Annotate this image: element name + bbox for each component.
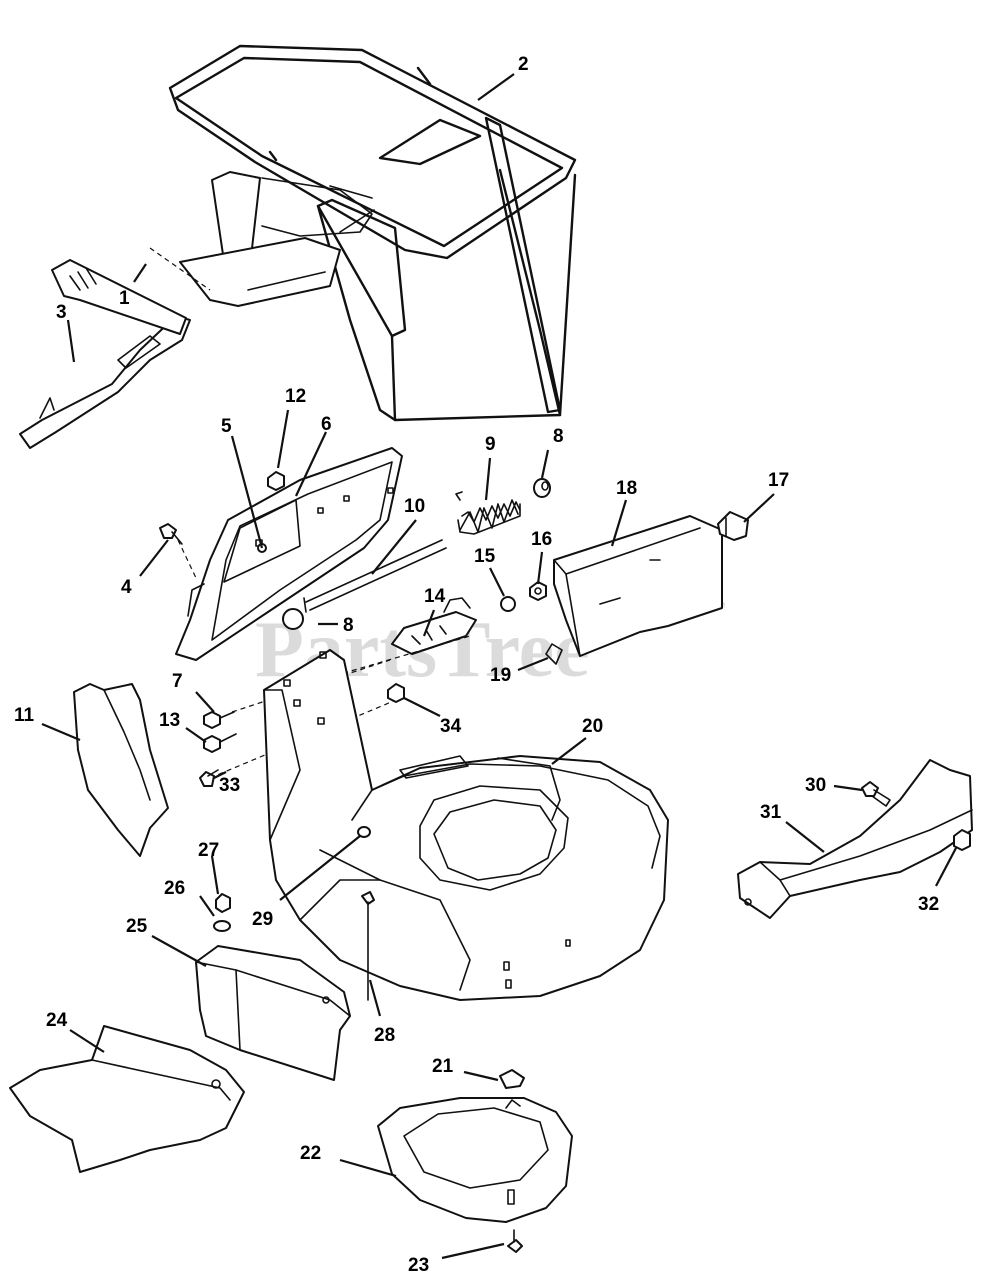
callout-32: 32	[918, 894, 939, 915]
callout-8-lower: 8	[343, 615, 354, 636]
part-3-handle-bracket	[19, 259, 191, 449]
callout-5: 5	[221, 416, 232, 437]
part-11-side-shield	[73, 683, 169, 857]
callout-3: 3	[56, 302, 67, 323]
callout-28: 28	[374, 1025, 395, 1046]
callout-33: 33	[219, 775, 240, 796]
callout-8-top: 8	[553, 426, 564, 447]
part-18-cover	[553, 515, 723, 657]
callout-25: 25	[126, 916, 148, 937]
callout-9: 9	[485, 434, 496, 455]
part-28-screw	[361, 891, 375, 1001]
callout-34: 34	[440, 716, 462, 737]
part-30-bolt	[861, 781, 891, 807]
callout-12: 12	[285, 386, 306, 407]
part-22-bowl	[377, 1097, 573, 1223]
part-20-mower-deck	[263, 649, 669, 1001]
part-27-nut	[215, 893, 231, 913]
part-26-washer	[213, 920, 231, 932]
callout-10: 10	[404, 496, 425, 517]
part-1-grass-bag	[149, 171, 375, 307]
part-25-front-guard	[195, 945, 351, 1081]
part-19-clip	[545, 643, 563, 665]
part-9-spring	[455, 491, 521, 535]
callout-17: 17	[768, 470, 789, 491]
part-15-washer	[500, 596, 516, 612]
callout-1: 1	[119, 288, 130, 309]
callout-21: 21	[432, 1056, 454, 1077]
part-16-nut	[529, 581, 547, 601]
callout-31: 31	[760, 802, 782, 823]
part-24-skirt	[9, 1025, 245, 1173]
callout-20: 20	[582, 716, 603, 737]
part-12-nut	[267, 471, 285, 491]
callout-15: 15	[474, 546, 496, 567]
part-7-bolt	[203, 711, 235, 729]
callout-6: 6	[321, 414, 332, 435]
callout-26: 26	[164, 878, 185, 899]
callout-2: 2	[518, 54, 529, 75]
callout-16: 16	[531, 529, 552, 550]
callout-30: 30	[805, 775, 826, 796]
part-14-latch	[391, 597, 477, 655]
callout-29: 29	[252, 909, 273, 930]
callout-11: 11	[14, 705, 35, 726]
part-21-clip	[499, 1069, 525, 1089]
callout-7: 7	[172, 671, 183, 692]
callout-4: 4	[121, 577, 132, 598]
callout-23: 23	[408, 1255, 429, 1276]
callout-18: 18	[616, 478, 637, 499]
part-8-nut-top	[533, 478, 551, 498]
part-32-nut	[953, 829, 971, 851]
callout-13: 13	[159, 710, 180, 731]
callout-24: 24	[46, 1010, 68, 1031]
callout-14: 14	[424, 586, 446, 607]
part-17-knob	[717, 511, 749, 541]
part-13-bolt	[203, 733, 237, 753]
part-33-bolt	[199, 769, 219, 787]
part-8-nut-lower	[282, 608, 304, 630]
part-4-bolt	[159, 523, 197, 579]
part-6-deflector-plate	[175, 447, 403, 661]
callout-27: 27	[198, 840, 219, 861]
callout-19: 19	[490, 665, 511, 686]
callout-22: 22	[300, 1143, 321, 1164]
part-2-bag-frame	[168, 44, 577, 422]
callout-labels: 1 2 3 4 5 6 7 8 8 9 10 11 12 13 14 15 16…	[14, 54, 939, 1276]
part-23-screw	[507, 1229, 523, 1253]
part-31-rear-bracket	[737, 759, 973, 919]
leader-lines	[41, 73, 957, 1260]
part-29-washer	[357, 826, 371, 838]
